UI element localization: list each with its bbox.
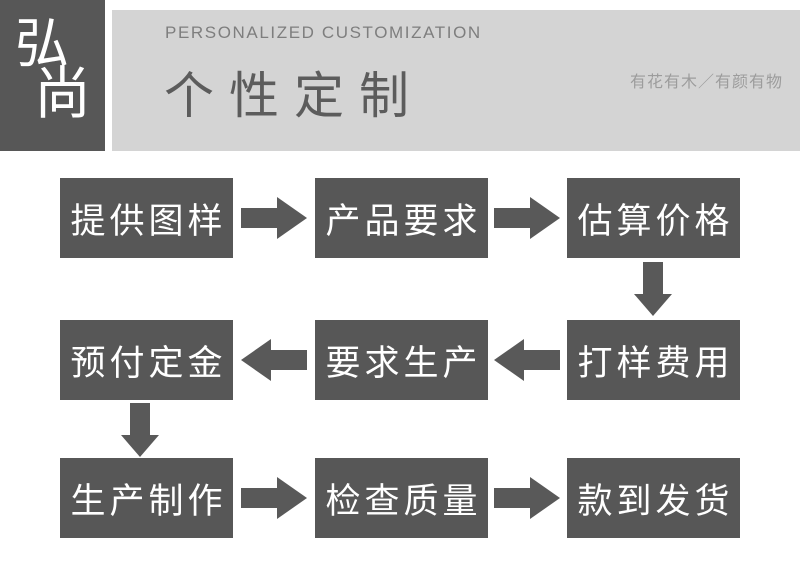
arrow-right-icon <box>241 197 307 239</box>
arrow-down-icon <box>121 403 159 457</box>
arrow-down-icon <box>634 262 672 316</box>
eyebrow-text: PERSONALIZED CUSTOMIZATION <box>165 23 482 42</box>
arrow-left-icon <box>494 339 560 381</box>
flow-step-ship-after-payment: 款到发货 <box>567 458 740 538</box>
arrow-right-icon <box>494 477 560 519</box>
flow-step-prepay-deposit: 预付定金 <box>60 320 233 400</box>
brand-logo: 弘 尚 <box>0 0 105 151</box>
tagline-text: 有花有木／有颜有物 <box>629 74 783 91</box>
flow-step-estimate-price: 估算价格 <box>567 178 740 258</box>
arrow-right-icon <box>241 477 307 519</box>
logo-char-bottom: 尚 <box>34 62 91 126</box>
arrow-right-icon <box>494 197 560 239</box>
arrow-left-icon <box>241 339 307 381</box>
flow-step-sample-fee: 打样费用 <box>567 320 740 400</box>
flow-step-product-requirements: 产品要求 <box>315 178 488 258</box>
flow-step-quality-check: 检查质量 <box>315 458 488 538</box>
logo-char-top: 弘 <box>15 14 69 74</box>
flow-step-provide-drawings: 提供图样 <box>60 178 233 258</box>
flow-step-request-production: 要求生产 <box>315 320 488 400</box>
header-band: PERSONALIZED CUSTOMIZATION 个性定制 有花有木／有颜有… <box>112 10 800 151</box>
page-title: 个性定制 <box>164 68 424 124</box>
flow-step-production: 生产制作 <box>60 458 233 538</box>
